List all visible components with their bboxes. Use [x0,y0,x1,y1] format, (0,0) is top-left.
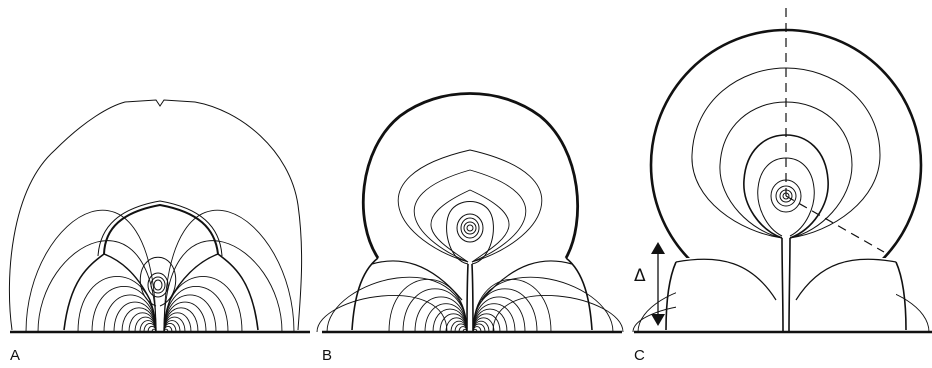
panel-b-core-rings [446,201,494,265]
panel-c-label: C [634,347,645,364]
panel-a-central-stem-left [103,253,157,332]
panel-b-right-sweep-1 [472,276,614,333]
panel-b-right-lobe-boundary [565,257,593,331]
panel-c-outer-bubble-mask [676,258,896,338]
panel-b-central-stem-right [471,263,474,332]
panel-b-inner-contour-2 [413,169,527,263]
panel-b-left-lobe-boundary [351,257,379,331]
panel-c-left-lobe-top [675,258,777,301]
panel-b-left-loop-10 [402,288,468,333]
panel-c-central-stem-right [788,237,791,332]
panel-b: B [316,92,624,364]
panel-c-central-stem-left [781,237,784,332]
panel-b-right-loop-11 [472,279,552,333]
panel-b-left-lobe-top [371,260,463,301]
panel-c-radius-dashed [785,195,885,253]
panel-a-inner-dome [103,203,219,255]
panel-c-right-lobe-boundary [895,261,907,331]
panel-a-label: A [10,347,20,364]
panel-b-left-loop-11 [388,279,468,333]
panel-c-inner-contours [691,67,881,239]
panel-a-right-lobe-boundary [217,253,259,331]
panel-b-right-sweep-2 [492,295,624,333]
panel-b-inner-contour-1 [430,189,510,263]
panel-a: A [8,99,310,364]
panel-b-outer-dome [361,92,580,259]
panel-b-right-lobe-top [481,260,573,301]
panel-a-left-loop-11 [77,275,157,333]
panel-c-delta-arrow [651,242,665,326]
panel-b-central-stem-left [466,263,469,332]
panel-a-left-sweep-2 [25,209,157,333]
panel-b-left-sweep-1 [326,276,468,333]
panel-b-inner-contour-3 [398,149,542,263]
panel-b-left-sweep-2 [316,295,448,333]
panel-c-left-lobe-boundary [665,261,677,331]
panel-c-right-lobe-top [795,258,897,301]
panel-c-delta-label: Δ [634,266,646,286]
panel-b-field-lines [316,149,624,333]
panel-a-right-sweep-2 [163,209,295,333]
panel-c: Δ C [632,8,932,364]
panel-a-right-sweep-1 [163,240,283,333]
panel-a-left-sweep-1 [37,240,157,333]
panel-b-label: B [322,347,332,364]
panel-a-right-loop-8 [163,301,207,333]
panel-b-right-loop-9 [472,296,526,333]
panel-a-central-stem-right [163,253,219,332]
panel-a-inner-dome-2 [97,200,223,257]
panel-a-outer-separatrix [8,99,303,331]
panel-a-core-rings [139,256,177,307]
panel-b-right-loop-10 [472,288,538,333]
panel-a-left-loop-8 [113,301,157,333]
panel-a-left-lobe-boundary [63,253,105,331]
panel-b-left-loop-9 [414,296,468,333]
